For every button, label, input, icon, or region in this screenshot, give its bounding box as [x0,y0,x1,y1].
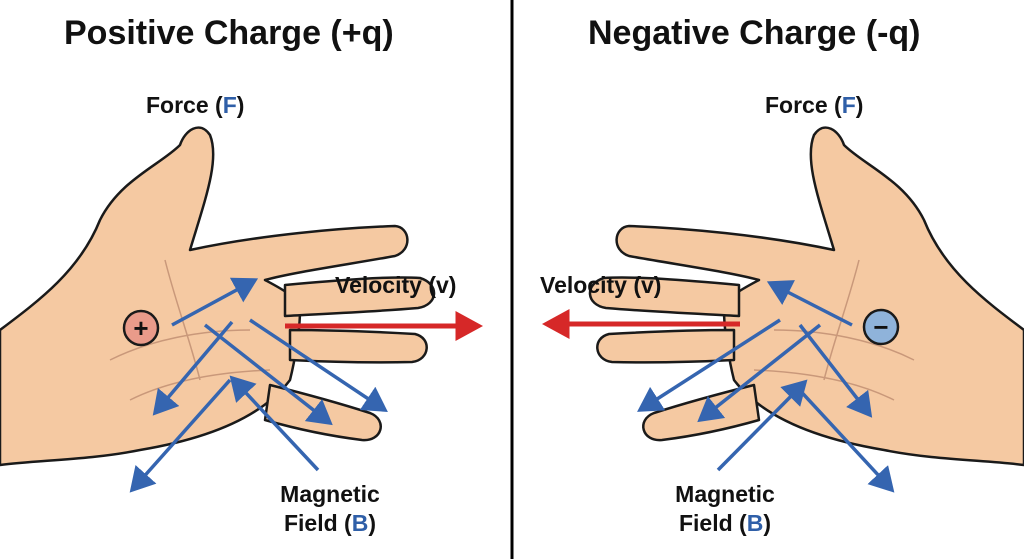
right-velocity-label: Velocity (v) [540,272,662,298]
left-panel-title: Positive Charge (+q) [64,14,394,52]
right-charge-badge: − [862,308,900,346]
left-field-label: Magnetic Field (B) [280,481,380,536]
field-arrow [229,375,320,472]
field-arrow [203,323,333,426]
plus-badge-icon: + [133,313,148,343]
left-hand [0,126,436,467]
left-field-arrows [129,277,388,493]
right-field-arrows [637,280,895,493]
field-arrow [766,280,853,327]
left-charge-badge: + [122,309,160,347]
field-arrow [129,378,232,493]
field-arrow [798,323,873,418]
right-field-label: Magnetic Field (B) [675,481,775,536]
left-force-label: Force (F) [146,92,245,118]
field-arrow [716,379,808,472]
right-force-label: Force (F) [765,92,864,118]
field-arrow [697,323,822,423]
field-arrow [249,318,388,412]
left-velocity-label: Velocity (v) [335,272,457,298]
field-arrow [793,383,895,493]
right-panel-title: Negative Charge (-q) [588,14,921,52]
field-arrow [637,318,781,412]
field-arrow [171,277,259,327]
minus-badge-icon: − [873,312,888,342]
